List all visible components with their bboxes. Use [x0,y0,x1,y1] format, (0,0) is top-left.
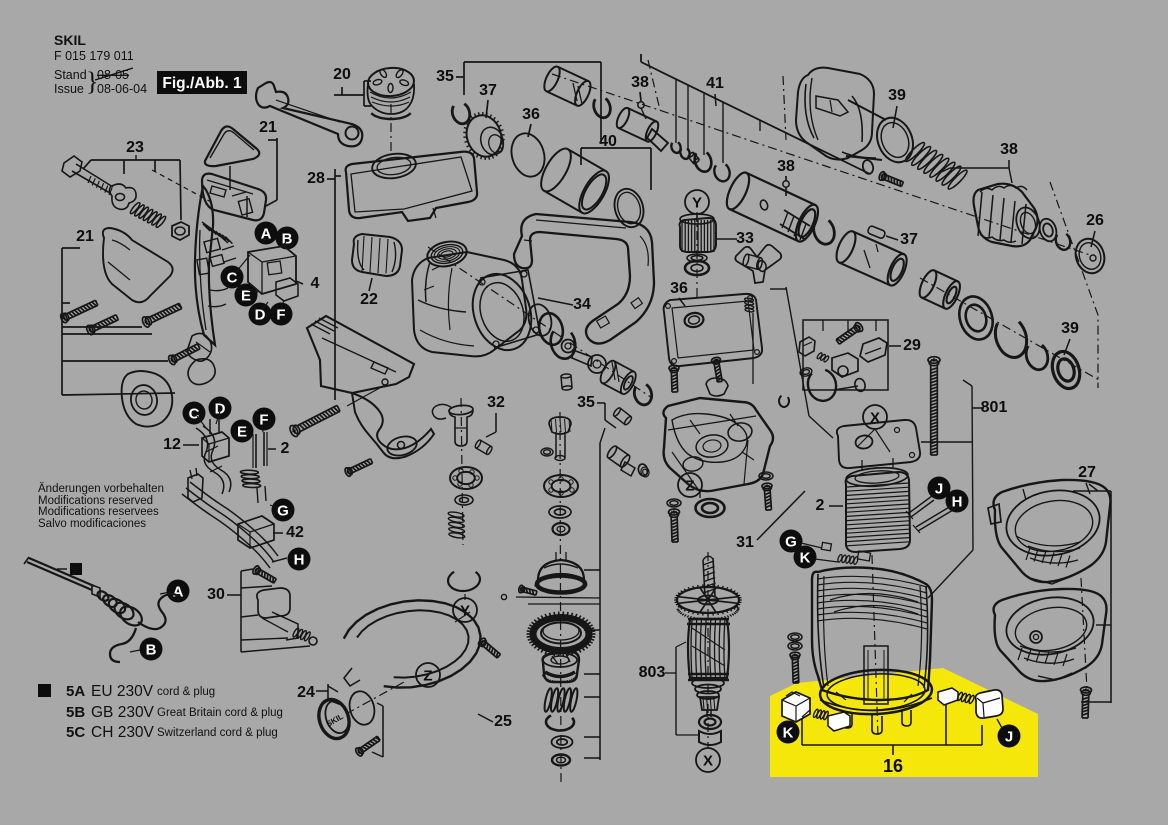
svg-text:A: A [173,584,184,601]
svg-text:36: 36 [670,280,688,297]
svg-text:A: A [261,226,272,243]
svg-text:cord & plug: cord & plug [157,686,215,698]
svg-text:5C: 5C [66,724,85,741]
svg-text:H: H [952,494,963,511]
svg-text:21: 21 [76,228,94,245]
svg-text:21: 21 [259,119,277,136]
svg-text:34: 34 [573,296,591,313]
svg-text:J: J [935,481,943,498]
svg-text:E: E [237,424,247,441]
svg-text:X: X [703,753,713,770]
svg-text:F 015 179 011: F 015 179 011 [54,49,134,63]
svg-text:12: 12 [163,436,181,453]
svg-text:Salvo modificaciones: Salvo modificaciones [38,518,146,530]
svg-text:35: 35 [436,68,454,85]
svg-text:Z: Z [423,668,432,685]
svg-text:37: 37 [479,82,497,99]
svg-text:38: 38 [631,74,649,91]
svg-text:CH 230V: CH 230V [91,724,155,741]
svg-text:33: 33 [736,230,754,247]
svg-text:40: 40 [599,133,617,150]
svg-text:F: F [259,412,268,429]
svg-text:27: 27 [1078,464,1096,481]
svg-text:B: B [282,231,293,248]
svg-text:37: 37 [900,231,918,248]
svg-text:26: 26 [1086,212,1104,229]
svg-text:32: 32 [487,394,505,411]
svg-text:B: B [146,642,157,659]
svg-text:Modifications reserved: Modifications reserved [38,495,153,507]
svg-text:Fig./Abb. 1: Fig./Abb. 1 [162,75,242,92]
svg-text:20: 20 [333,66,351,83]
svg-text:H: H [294,552,305,569]
svg-text:36: 36 [522,106,540,123]
svg-text:GB 230V: GB 230V [91,704,155,721]
svg-text:D: D [255,307,266,324]
svg-text:G: G [277,503,289,520]
svg-text:5B: 5B [66,704,85,721]
svg-text:C: C [189,406,200,423]
svg-text:EU 230V: EU 230V [91,683,154,700]
svg-text:J: J [1005,729,1013,746]
svg-text:SKIL: SKIL [54,32,86,48]
svg-text:E: E [241,288,251,305]
svg-text:F: F [276,307,285,324]
svg-text:22: 22 [360,291,378,308]
svg-text:38: 38 [777,158,795,175]
svg-text:Issue: Issue [54,82,84,96]
svg-text:803: 803 [639,664,666,681]
svg-text:4: 4 [311,275,320,292]
svg-text:42: 42 [286,524,304,541]
svg-text:}: } [86,67,98,96]
svg-text:C: C [227,270,238,287]
svg-text:23: 23 [126,139,144,156]
svg-text:D: D [215,401,226,418]
svg-text:41: 41 [706,75,724,92]
svg-text:31: 31 [736,534,754,551]
svg-text:39: 39 [1061,320,1079,337]
svg-text:K: K [783,725,794,742]
svg-text:801: 801 [981,399,1008,416]
svg-text:30: 30 [207,586,225,603]
svg-text:35: 35 [577,394,595,411]
svg-text:16: 16 [883,756,903,776]
svg-text:5A: 5A [66,683,85,700]
svg-text:2: 2 [281,440,290,457]
svg-text:Y: Y [692,195,702,212]
svg-text:Great Britain cord & plug: Great Britain cord & plug [157,707,283,719]
svg-text:X: X [870,410,880,427]
svg-text:08-06-04: 08-06-04 [97,82,147,96]
svg-text:Switzerland cord & plug: Switzerland cord & plug [157,727,278,739]
svg-text:Modifications reservees: Modifications reservees [38,506,159,518]
svg-text:K: K [800,550,811,567]
svg-text:25: 25 [494,713,512,730]
svg-text:38: 38 [1000,141,1018,158]
svg-text:39: 39 [888,87,906,104]
svg-text:28: 28 [307,170,325,187]
svg-text:G: G [785,534,797,551]
svg-text:24: 24 [297,684,315,701]
svg-text:Änderungen vorbehalten: Änderungen vorbehalten [38,483,164,495]
svg-text:2: 2 [816,497,825,514]
svg-text:Stand: Stand [54,68,87,82]
svg-text:29: 29 [903,337,921,354]
